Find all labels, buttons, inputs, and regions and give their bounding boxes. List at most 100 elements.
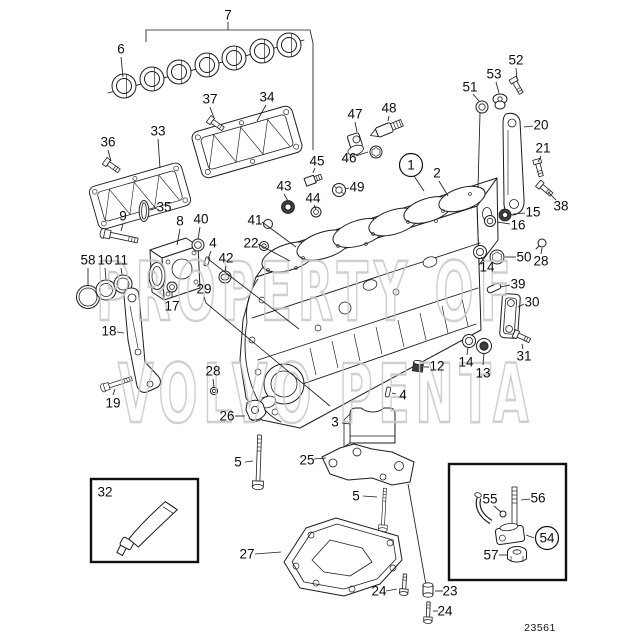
part-clamp-26 — [245, 399, 267, 422]
part-washer-16 — [484, 215, 496, 227]
leader-line-52 — [515, 67, 518, 80]
callout-circle-54 — [534, 525, 560, 551]
part-bolt-9 — [98, 227, 140, 246]
part-adapter-plate-27 — [283, 517, 403, 597]
part-bracket-20 — [502, 112, 525, 216]
leader-line-36 — [107, 149, 112, 162]
callout-19: 19 — [105, 396, 120, 411]
part-elbow-47 — [346, 132, 364, 156]
part-bolt-24-left — [398, 573, 410, 597]
part-oil-nozzle-assembly — [474, 486, 527, 563]
callout-circle-1 — [398, 152, 424, 178]
callout-14: 14 — [479, 260, 495, 275]
leader-line-14 — [466, 347, 469, 356]
nozzle-inset-box — [447, 462, 568, 582]
leader-line-54 — [525, 534, 535, 539]
leader-line-21 — [537, 155, 542, 163]
part-bushing-10 — [95, 279, 117, 301]
callout-7: 7 — [224, 8, 232, 23]
leader-line-4 — [207, 250, 300, 330]
leader-line-24 — [385, 588, 398, 592]
callout-5: 5 — [352, 489, 360, 504]
callout-16: 16 — [510, 218, 525, 233]
callout-53: 53 — [486, 67, 501, 82]
callout-41: 41 — [247, 213, 262, 228]
leader-line-28 — [212, 378, 215, 388]
leader-line-25 — [313, 457, 327, 460]
callout-21: 21 — [535, 141, 550, 156]
callout-15: 15 — [525, 205, 540, 220]
callout-48: 48 — [381, 101, 396, 116]
callout-8: 8 — [176, 214, 184, 229]
leader-line-41 — [261, 221, 297, 248]
part-bolt-5-center — [377, 487, 390, 533]
part-plug-15 — [498, 208, 512, 222]
leader-line-14 — [480, 256, 485, 262]
callout-54: 54 — [539, 531, 555, 546]
callout-33: 33 — [150, 124, 165, 139]
callout-34: 34 — [259, 90, 275, 105]
part-washer-44 — [310, 206, 322, 218]
callout-25: 25 — [299, 453, 314, 468]
drawing-number: 23561 — [524, 622, 556, 634]
callout-55: 55 — [482, 492, 497, 507]
leader-line-49 — [344, 187, 350, 190]
callout-24: 24 — [371, 584, 387, 599]
callout-26: 26 — [219, 409, 234, 424]
callout-42: 42 — [218, 251, 233, 266]
watermark: PROPERTY OF VOLVO PENTA — [95, 244, 529, 443]
leader-line-44 — [313, 204, 317, 210]
leader-line-38 — [547, 191, 557, 201]
leader-line-33 — [157, 138, 161, 169]
part-washer-51 — [475, 100, 489, 114]
part-bolt-28-right — [535, 238, 547, 250]
part-washer-14-upper — [473, 245, 487, 259]
part-spacer-23 — [422, 582, 434, 598]
callout-28: 28 — [205, 364, 220, 379]
callout-46: 46 — [341, 151, 356, 166]
callout-56: 56 — [530, 491, 545, 506]
callout-37: 37 — [202, 92, 217, 107]
leader-line-22 — [257, 243, 291, 262]
callout-43: 43 — [276, 179, 291, 194]
callout-52: 52 — [508, 53, 523, 68]
callout-51: 51 — [462, 80, 477, 95]
callout-17: 17 — [164, 299, 179, 314]
leader-line-42 — [224, 265, 227, 273]
leader-line-28 — [540, 247, 543, 255]
leader-line-13 — [482, 352, 485, 366]
part-washer-14-lower — [462, 334, 476, 348]
part-ball-41 — [263, 219, 273, 229]
leader-line-37 — [209, 106, 215, 119]
callout-28: 28 — [533, 254, 548, 269]
callout-36: 36 — [100, 135, 115, 150]
leader-line-35 — [149, 207, 158, 211]
callout-57: 57 — [483, 548, 498, 563]
callout-11: 11 — [114, 253, 128, 268]
part-camshaft-bushing-kit — [107, 22, 314, 150]
leader-line-29 — [203, 296, 331, 407]
callout-2: 2 — [433, 166, 441, 181]
callout-1: 1 — [407, 158, 415, 173]
callout-27: 27 — [239, 547, 254, 562]
part-plug-43 — [281, 200, 295, 214]
callout-30: 30 — [524, 295, 539, 310]
leader-line-15 — [512, 212, 526, 215]
leader-line-8 — [176, 228, 181, 246]
leader-line-3 — [341, 422, 351, 425]
callout-4: 4 — [209, 236, 217, 251]
part-bracket-18 — [123, 287, 161, 393]
leader-line-56 — [520, 498, 531, 501]
callout-45: 45 — [309, 154, 324, 169]
callout-32: 32 — [97, 485, 112, 500]
callout-47: 47 — [347, 107, 362, 122]
leader-line-6 — [120, 56, 124, 78]
part-nut-12 — [411, 360, 425, 373]
part-plug-28-left — [209, 386, 219, 396]
leader-line-16 — [496, 221, 511, 225]
watermark-line-1: PROPERTY OF — [96, 245, 516, 340]
callout-24: 24 — [437, 604, 453, 619]
part-housing-8 — [148, 237, 201, 301]
callout-29: 29 — [196, 282, 211, 297]
